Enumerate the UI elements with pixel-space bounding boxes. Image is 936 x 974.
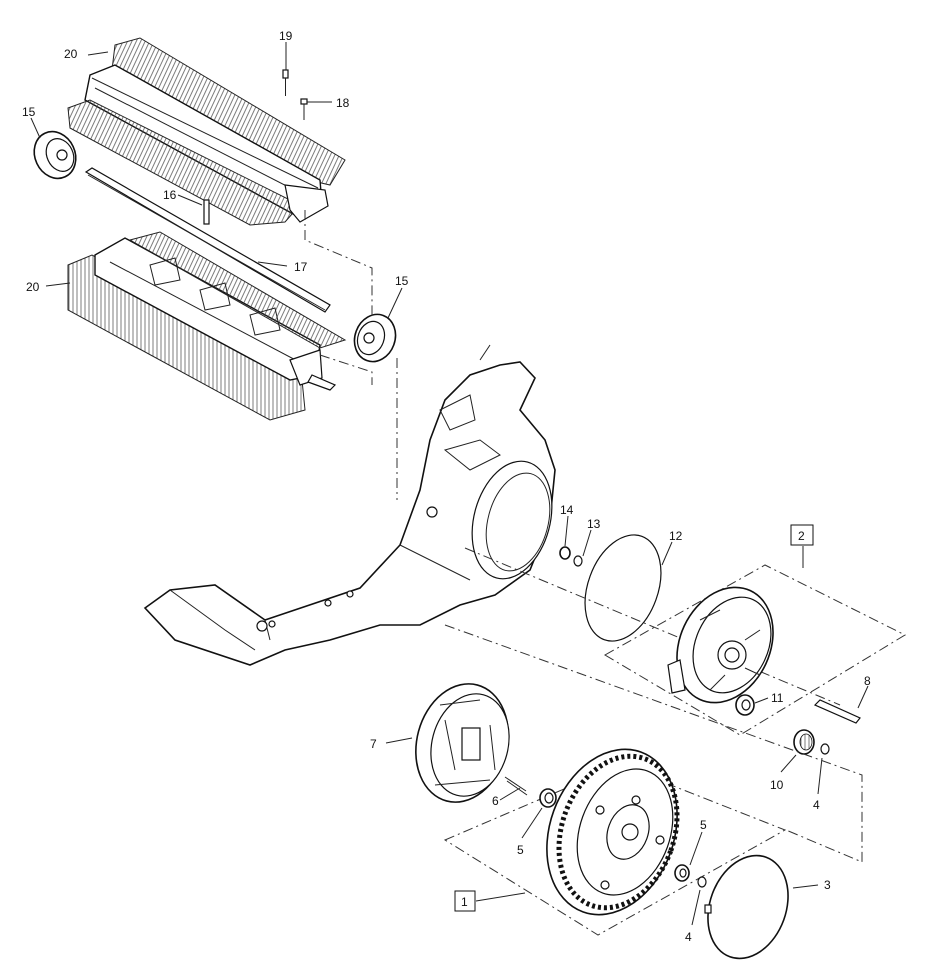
clip-4-lower (697, 876, 707, 888)
pin-16 (203, 199, 210, 225)
lower-brush-bristles-upper (128, 231, 347, 349)
callout-box-2 (790, 524, 814, 546)
callout-7: 7 (370, 737, 377, 751)
clip-4-upper (820, 743, 830, 755)
pin-6 (504, 776, 528, 796)
alignment-line-upper (304, 210, 373, 318)
callout-12: 12 (669, 529, 683, 543)
group-1-outline (443, 764, 787, 936)
upper-brush-end-cap (284, 184, 329, 223)
upper-brush-bristles-bottom (67, 99, 301, 226)
callout-16: 16 (163, 188, 177, 202)
leader-lines (30, 42, 869, 926)
alignment-line-shaft (319, 354, 373, 385)
screw-18 (300, 98, 308, 120)
main-housing (143, 344, 556, 666)
callout-4-lower: 4 (685, 930, 692, 944)
callout-20-upper: 20 (64, 47, 78, 61)
callout-14: 14 (560, 503, 574, 517)
callout-5-left: 5 (517, 843, 524, 857)
shaft-17 (84, 167, 331, 313)
gear-10 (793, 729, 815, 755)
bearing-5-left (539, 788, 557, 808)
lower-brush-bristles-lower (67, 254, 306, 421)
callout-1: 1 (461, 895, 468, 909)
callout-5-right: 5 (700, 818, 707, 832)
washer-13 (573, 555, 583, 567)
nut-14 (559, 546, 571, 560)
upper-brush-assembly (67, 37, 346, 226)
callout-19: 19 (279, 29, 293, 43)
callout-10: 10 (770, 778, 784, 792)
callout-4-upper: 4 (813, 798, 820, 812)
bearing-15-right (353, 313, 397, 363)
callout-6: 6 (492, 794, 499, 808)
alignment-line-axis (464, 547, 841, 706)
housing-wheel-opening (471, 460, 553, 580)
callout-15-right: 15 (395, 274, 409, 288)
bearing-11 (735, 694, 755, 716)
callout-15-left: 15 (22, 105, 36, 119)
callout-2: 2 (798, 529, 805, 543)
alignment-line-group1-outer (444, 624, 863, 863)
callout-box-1 (454, 890, 476, 912)
o-ring-12 (584, 534, 662, 642)
callout-13: 13 (587, 517, 601, 531)
callout-17: 17 (294, 260, 308, 274)
screw-19 (282, 69, 289, 96)
lower-brush-assembly (67, 231, 347, 421)
pin-8 (813, 699, 861, 724)
callout-3: 3 (824, 878, 831, 892)
callout-8: 8 (864, 674, 871, 688)
bearing-5-right (674, 864, 690, 882)
hub-7 (415, 683, 510, 803)
gear-housing (667, 586, 774, 704)
callout-20-lower: 20 (26, 280, 40, 294)
hub-cover-3 (704, 854, 789, 960)
bearing-15-left (33, 130, 77, 180)
callout-11: 11 (771, 691, 784, 705)
callout-18: 18 (336, 96, 350, 110)
wheel-tyre (546, 748, 680, 916)
